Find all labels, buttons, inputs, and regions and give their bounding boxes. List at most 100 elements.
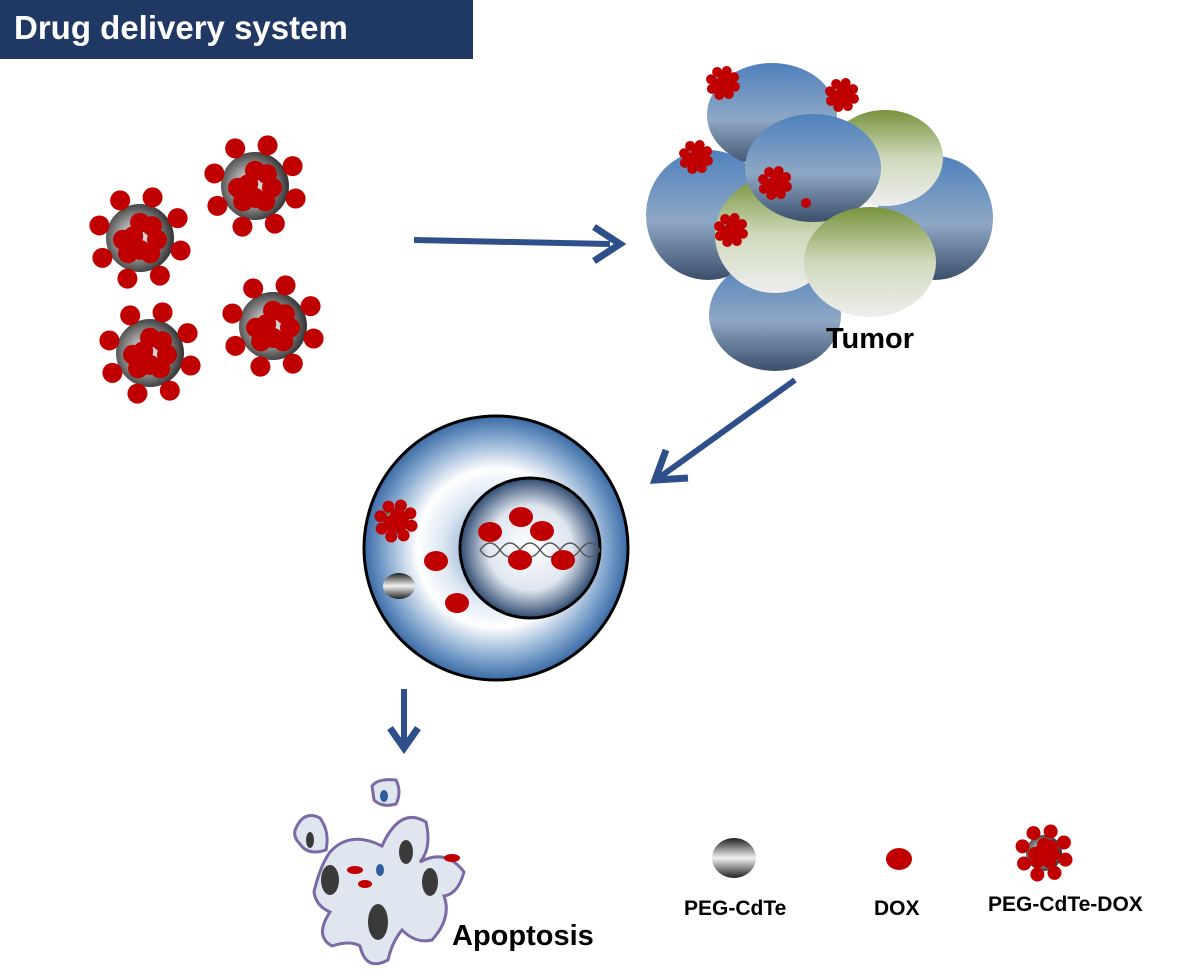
dox-molecule	[99, 330, 120, 351]
dox-molecule	[714, 89, 725, 100]
dox-icon	[886, 848, 912, 870]
dox-molecule	[374, 510, 387, 523]
tumor-bound-nanoparticle	[758, 166, 792, 200]
dox-molecule	[712, 66, 723, 77]
peg-cdte-dox-nanoparticle	[222, 275, 324, 377]
dox-molecule	[840, 86, 851, 97]
dox-molecule	[300, 296, 321, 317]
dox-molecule	[508, 550, 532, 570]
dox-molecule	[177, 323, 198, 344]
dox-molecule	[385, 520, 398, 533]
dox-molecule	[89, 215, 110, 236]
cancer-cell	[362, 414, 630, 682]
dox-molecule	[225, 138, 246, 159]
dox-molecule	[478, 522, 502, 542]
dox-molecule	[405, 519, 418, 532]
tumor-mass	[646, 63, 993, 371]
dox-molecule	[509, 507, 533, 527]
dox-molecule	[1047, 865, 1062, 880]
dox-molecule	[264, 213, 285, 234]
dox-molecule	[385, 530, 398, 543]
dox-molecule	[256, 164, 277, 185]
tumor-bound-nanoparticle	[706, 66, 740, 100]
tumor-cell	[745, 114, 881, 222]
dox-molecule	[1056, 835, 1071, 850]
dox-molecule	[1017, 856, 1032, 871]
dox-molecule	[729, 221, 740, 232]
dox-molecule	[445, 593, 469, 613]
dox-molecule	[848, 84, 859, 95]
tumor-bound-nanoparticle	[825, 78, 859, 112]
dox-molecule	[694, 148, 705, 159]
dox-molecule	[685, 140, 696, 151]
dox-molecule	[729, 213, 740, 224]
dox-molecule	[773, 174, 784, 185]
dox-molecule	[1026, 826, 1041, 841]
arrow-to-apoptosis	[387, 689, 421, 755]
dox-molecule	[150, 358, 171, 379]
nanoparticle-cluster	[89, 135, 324, 404]
dox-molecule	[243, 278, 264, 299]
dox-molecule	[833, 101, 844, 112]
dox-molecule	[128, 358, 149, 379]
dox-molecule	[840, 78, 851, 89]
dox-molecule	[694, 156, 704, 167]
diagram-title: Drug delivery system	[14, 9, 348, 46]
dox-molecule	[110, 190, 131, 211]
dox-molecule	[282, 353, 303, 374]
dox-molecule	[149, 265, 170, 286]
apoptosis-label: Apoptosis	[452, 920, 594, 952]
dox-molecule	[167, 208, 188, 229]
dox-molecule	[773, 166, 784, 177]
dox-molecule	[1043, 824, 1058, 839]
tumor-bound-nanoparticles	[679, 66, 859, 247]
dox-molecule	[1042, 854, 1057, 869]
dox-molecule	[133, 341, 154, 362]
dox-molecule	[152, 302, 173, 323]
peg-cdte-dox-nanoparticle	[204, 135, 306, 237]
arrow-to-cell	[649, 377, 797, 484]
dox-molecule	[840, 94, 850, 105]
legend-label-peg-cdte: PEG-CdTe	[684, 897, 787, 920]
intracellular-nanoparticle	[374, 499, 418, 543]
peg-cdte-dox-legend-particle	[1015, 824, 1073, 882]
dox-molecule	[729, 229, 739, 240]
dox-molecule	[92, 247, 113, 268]
dox-molecule	[694, 140, 705, 151]
arrow-to-tumor	[413, 224, 627, 264]
dox-molecule	[551, 550, 575, 570]
dox-molecule	[721, 66, 732, 77]
dox-molecule	[702, 146, 713, 157]
tumor-cell	[709, 259, 841, 371]
dox-molecule	[282, 156, 303, 177]
dox-molecule	[117, 268, 138, 289]
dox-molecule	[118, 243, 139, 264]
dox-molecule	[404, 507, 417, 520]
tumor-cell	[804, 207, 936, 317]
cell-nucleus	[458, 476, 602, 620]
apoptotic-fragments	[306, 790, 460, 940]
dox-molecule	[1058, 852, 1073, 867]
dox-molecule	[722, 236, 733, 247]
dox-molecule	[1030, 854, 1045, 869]
peg-cdte-icon	[712, 838, 756, 878]
dox-molecule	[1015, 839, 1030, 854]
dox-molecule	[204, 163, 225, 184]
dox-molecule	[687, 163, 698, 174]
dox-molecule	[141, 216, 162, 237]
tumor-bound-nanoparticle	[714, 213, 748, 247]
dox-molecule	[801, 198, 811, 208]
peg-cdte-dox-icon	[1015, 824, 1073, 882]
dox-molecule	[394, 510, 407, 523]
legend-label-dox: DOX	[874, 897, 920, 920]
dox-molecule	[232, 216, 253, 237]
dox-molecule	[720, 213, 731, 224]
dox-molecule	[766, 189, 777, 200]
dox-molecule	[764, 166, 775, 177]
tumor-label: Tumor	[826, 323, 915, 355]
dox-molecule	[393, 520, 406, 533]
dna-strand	[479, 542, 601, 558]
dox-molecule	[222, 303, 243, 324]
dox-molecule	[225, 335, 246, 356]
